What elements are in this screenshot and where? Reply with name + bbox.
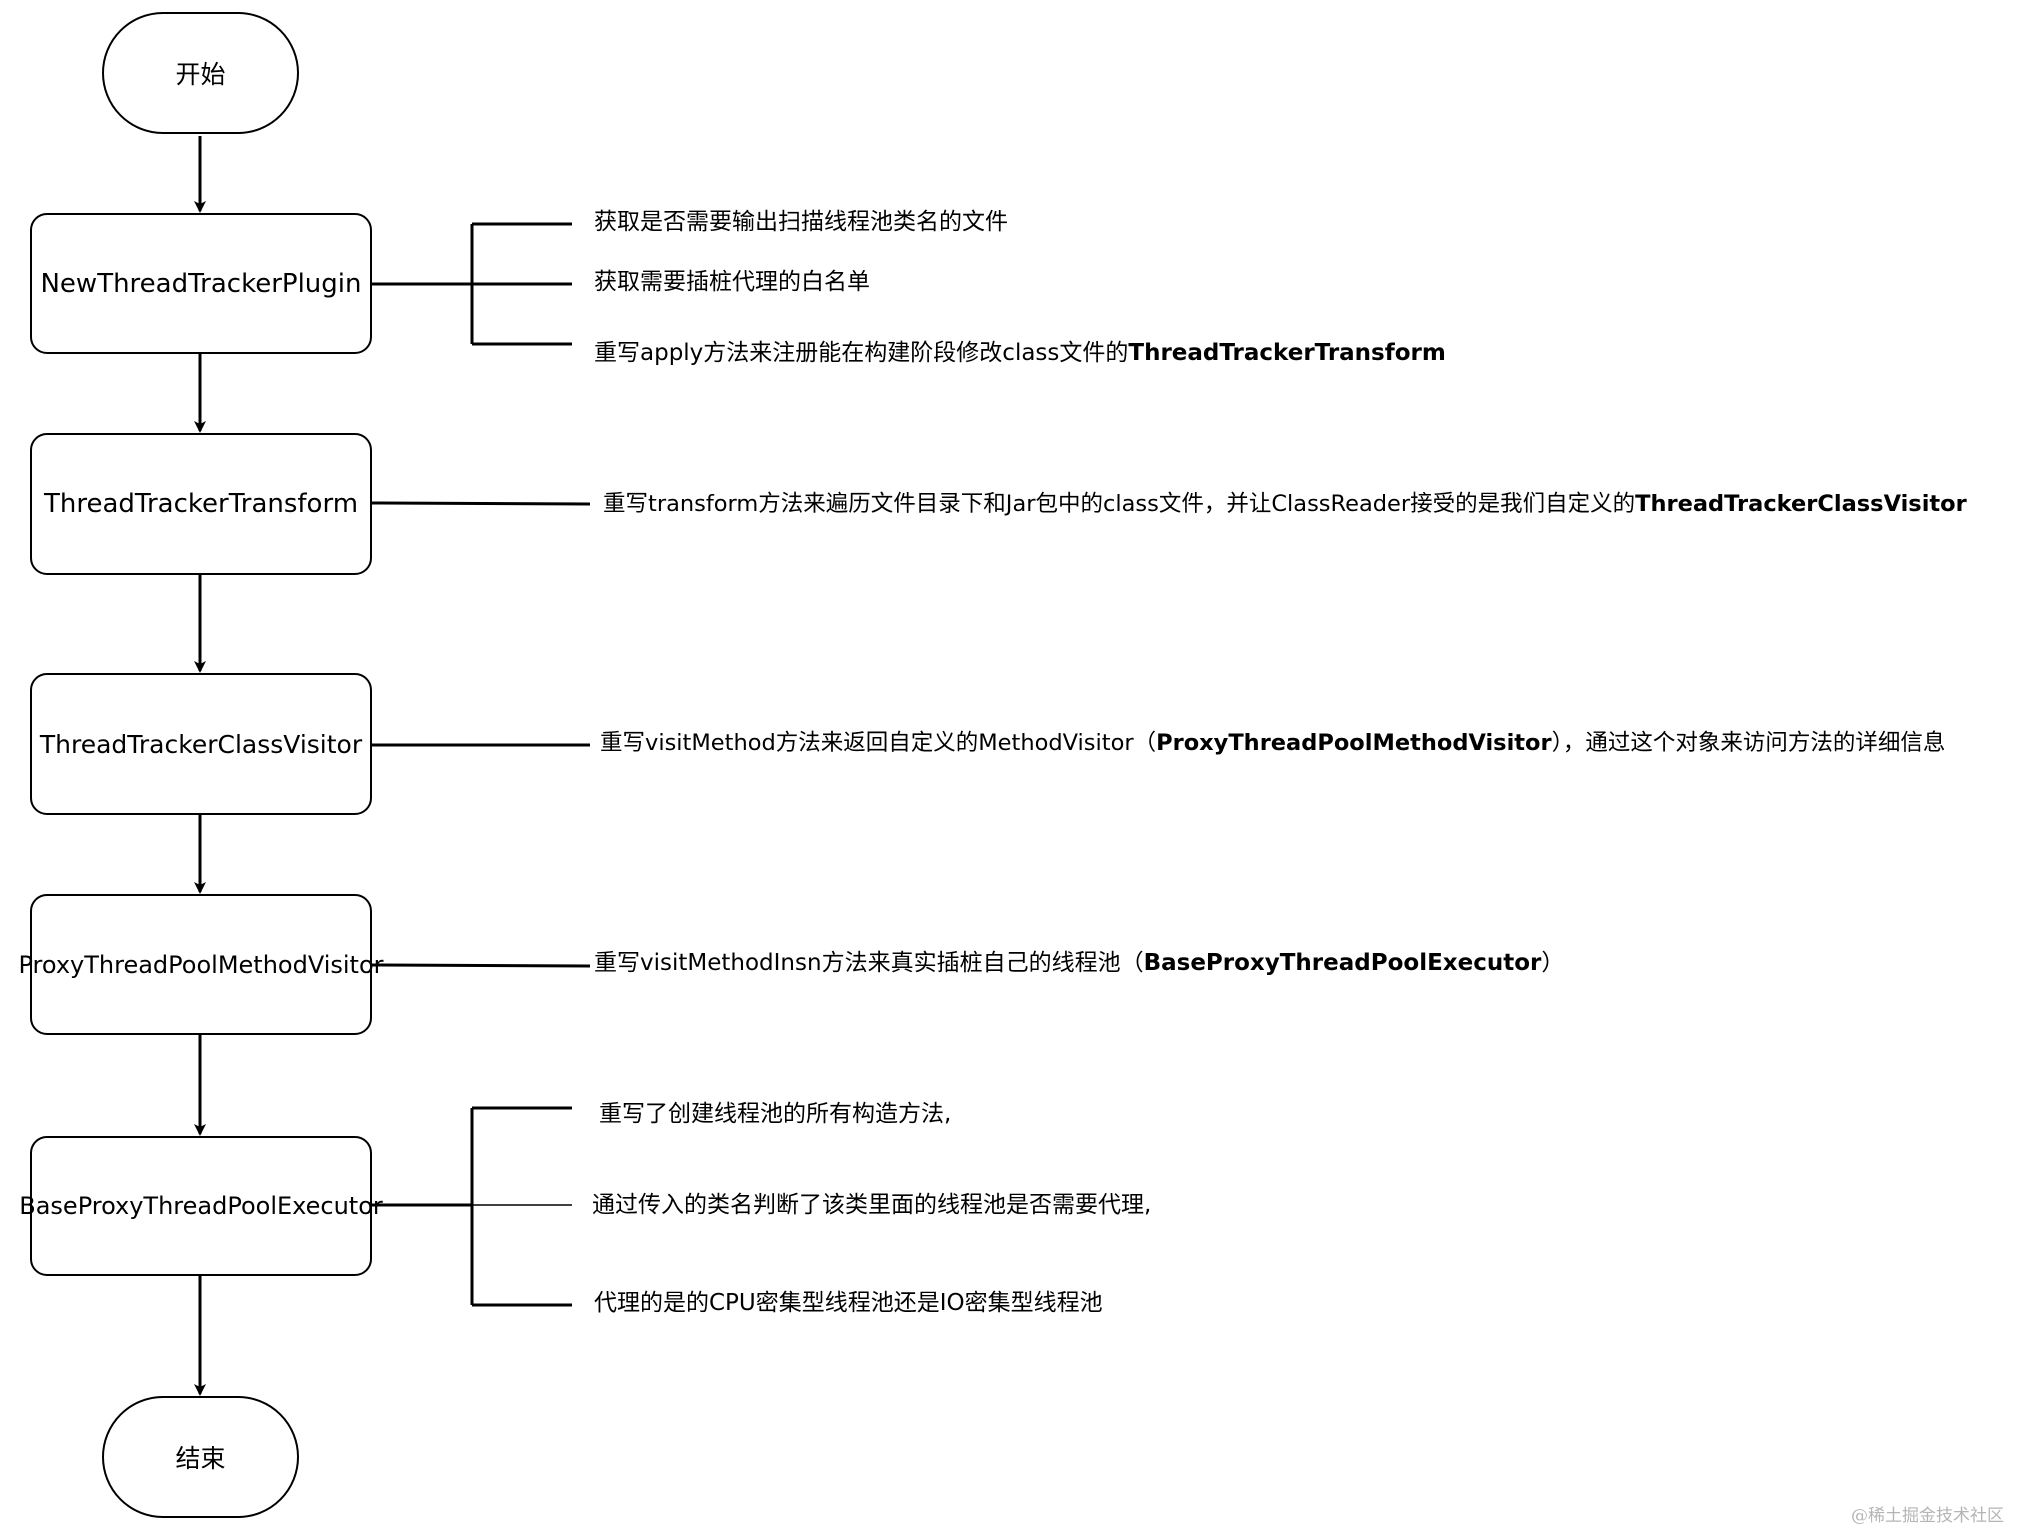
note-plugin-output-file: 获取是否需要输出扫描线程池类名的文件 — [594, 209, 1008, 235]
note-method-visitor-tail: ） — [1541, 950, 1565, 976]
transform-node: ThreadTrackerTransform — [30, 433, 372, 575]
note-transform-text: 重写transform方法来遍历文件目录下和Jar包中的class文件，并让Cl… — [603, 491, 1636, 517]
note-method-visitor-bold: BaseProxyThreadPoolExecutor — [1143, 950, 1542, 976]
note-executor-pool-type: 代理的是的CPU密集型线程池还是IO密集型线程池 — [594, 1290, 1103, 1316]
note-executor-constructors: 重写了创建线程池的所有构造方法, — [599, 1101, 952, 1127]
note-plugin-whitelist: 获取需要插桩代理的白名单 — [594, 269, 870, 295]
method-visitor-node: ProxyThreadPoolMethodVisitor — [19, 894, 384, 1035]
class-visitor-node: ThreadTrackerClassVisitor — [30, 673, 372, 815]
note-class-visitor: 重写visitMethod方法来返回自定义的MethodVisitor（Prox… — [600, 728, 1945, 758]
connector-method-visitor — [370, 963, 591, 968]
note-method-visitor: 重写visitMethodInsn方法来真实插桩自己的线程池（BaseProxy… — [594, 948, 1564, 978]
connector-transform — [370, 501, 591, 506]
note-plugin-apply: 重写apply方法来注册能在构建阶段修改class文件的ThreadTracke… — [594, 338, 1446, 368]
executor-node: BaseProxyThreadPoolExecutor — [19, 1136, 383, 1276]
bracket-executor — [371, 1106, 572, 1307]
note-executor-classname: 通过传入的类名判断了该类里面的线程池是否需要代理, — [592, 1192, 1152, 1218]
note-plugin-apply-bold: ThreadTrackerTransform — [1128, 340, 1446, 366]
end-node: 结束 — [102, 1396, 299, 1518]
note-class-visitor-tail: ），通过这个对象来访问方法的详细信息 — [1551, 730, 1946, 756]
watermark: @稀土掘金技术社区 — [1851, 1506, 2004, 1526]
plugin-node: NewThreadTrackerPlugin — [30, 213, 372, 354]
note-transform: 重写transform方法来遍历文件目录下和Jar包中的class文件，并让Cl… — [603, 489, 1967, 519]
note-class-visitor-text: 重写visitMethod方法来返回自定义的MethodVisitor（ — [600, 730, 1157, 756]
bracket-plugin — [371, 222, 572, 346]
start-node: 开始 — [102, 12, 299, 134]
note-plugin-apply-text: 重写apply方法来注册能在构建阶段修改class文件的 — [594, 340, 1129, 366]
note-transform-bold: ThreadTrackerClassVisitor — [1635, 491, 1967, 517]
note-method-visitor-text: 重写visitMethodInsn方法来真实插桩自己的线程池（ — [594, 950, 1144, 976]
note-class-visitor-bold: ProxyThreadPoolMethodVisitor — [1156, 730, 1552, 756]
